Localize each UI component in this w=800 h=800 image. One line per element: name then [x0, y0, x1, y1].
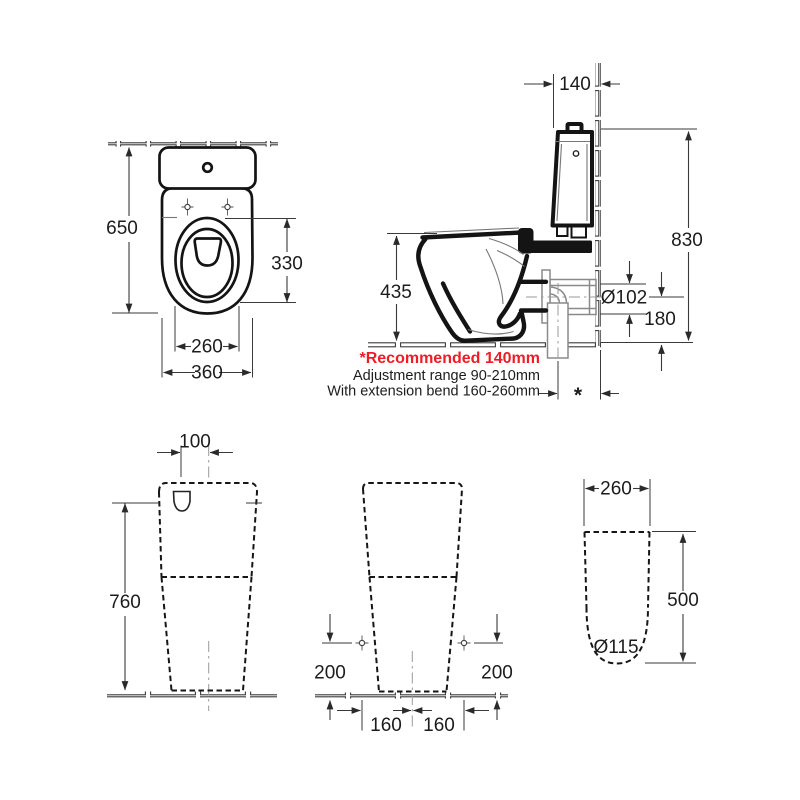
wall-hatch-band	[108, 141, 278, 147]
cistern-screw-hole	[572, 150, 580, 157]
note-extension-bend: With extension bend 160-260mm	[327, 384, 540, 400]
hinge-marker-right	[221, 198, 234, 216]
dim-160-right-label: 160	[423, 715, 455, 736]
shelf	[523, 240, 592, 253]
plan-view: 650 330 260 360	[106, 141, 303, 384]
dim-260-outlet-label: 260	[600, 479, 632, 500]
dim-180-label: 180	[644, 309, 676, 330]
plan-dimensions: 650 330 260 360	[106, 147, 303, 384]
dim-260-label: 260	[191, 337, 223, 358]
rear-view: 100 760	[107, 432, 277, 711]
front-view: 200 200 160 160	[314, 482, 513, 736]
dim-200-left-label: 200	[314, 663, 346, 684]
cistern-side	[550, 122, 594, 239]
outlet-outline	[583, 531, 651, 665]
dim-330-label: 330	[271, 254, 303, 275]
note-recommended: *Recommended 140mm	[359, 350, 540, 367]
dim-asterisk-label: *	[574, 384, 583, 407]
dim-830-label: 830	[671, 230, 703, 251]
seat-top	[420, 230, 524, 240]
dim-760-label: 760	[109, 592, 141, 613]
side-view: 140 830 435 Ø102 180 * *Recommended 14	[327, 63, 703, 407]
note-adjustment-range: Adjustment range 90-210mm	[353, 368, 540, 384]
dim-650-label: 650	[106, 218, 138, 239]
outlet-centerlines	[526, 283, 602, 360]
floor-hatch-band	[368, 342, 601, 348]
hinge-marker-left	[181, 198, 194, 216]
dim-360-label: 360	[191, 363, 223, 384]
outlet-view: Ø115 260 500	[583, 479, 699, 665]
dim-435-label: 435	[380, 282, 412, 303]
wall-hatch-band	[595, 63, 601, 346]
bowl-side	[416, 227, 549, 343]
rear-dimensions: 100 760	[109, 432, 233, 691]
flush-button-plan	[201, 161, 214, 174]
floor-hatch-band	[107, 691, 277, 698]
fixing-marker-left	[355, 635, 369, 651]
side-dimensions: 140 830 435 Ø102 180 *	[380, 74, 703, 407]
setout-notes: *Recommended 140mm Adjustment range 90-2…	[327, 350, 540, 400]
front-dimensions: 200 200 160 160	[314, 614, 513, 736]
dim-200-right-label: 200	[481, 663, 513, 684]
dim-115-label: Ø115	[593, 637, 638, 658]
dim-500-label: 500	[667, 590, 699, 611]
outlet-dimensions: 260 500	[583, 479, 699, 664]
inlet-spot	[172, 490, 191, 512]
dim-160-left-label: 160	[370, 715, 402, 736]
dim-102-label: Ø102	[601, 288, 647, 309]
flush-water-spot	[193, 237, 223, 267]
floor-hatch-band	[315, 692, 508, 699]
dim-140-label: 140	[559, 74, 591, 95]
body-outline-front	[362, 482, 463, 693]
body-outline-rear	[158, 482, 258, 692]
dim-100-label: 100	[179, 432, 211, 453]
fixing-marker-right	[457, 635, 471, 651]
